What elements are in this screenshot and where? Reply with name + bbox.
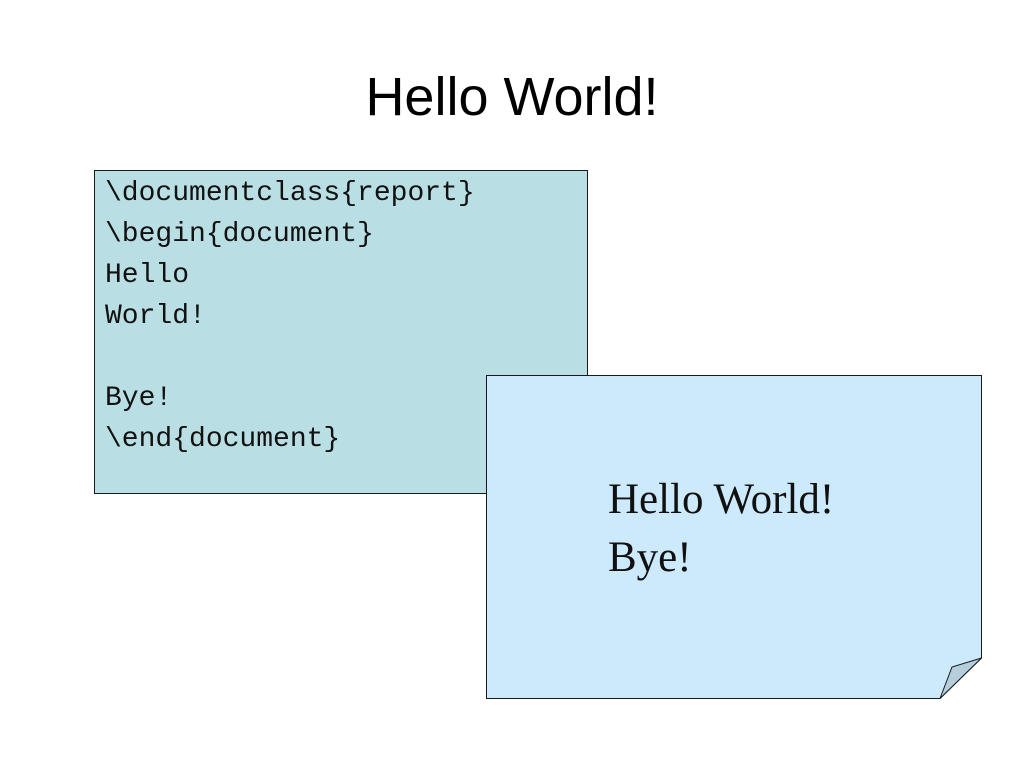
code-line	[105, 337, 587, 378]
code-line: \end{document}	[105, 424, 341, 455]
note-background	[486, 375, 982, 699]
rendered-output-note: Hello World! Bye!	[486, 375, 982, 699]
rendered-line: Hello World!	[608, 476, 835, 523]
code-line: Bye!	[105, 383, 173, 414]
slide-title: Hello World!	[365, 67, 659, 127]
rendered-text: Hello World! Bye!	[608, 471, 834, 587]
latex-source-box: \documentclass{report} \begin{document} …	[94, 170, 588, 494]
page-curl-icon	[939, 657, 982, 699]
code-line: World!	[105, 301, 206, 332]
code-line: \documentclass{report}	[105, 178, 475, 209]
rendered-line: Bye!	[608, 534, 692, 581]
code-line: Hello	[105, 260, 190, 291]
code-line: \begin{document}	[105, 219, 374, 250]
